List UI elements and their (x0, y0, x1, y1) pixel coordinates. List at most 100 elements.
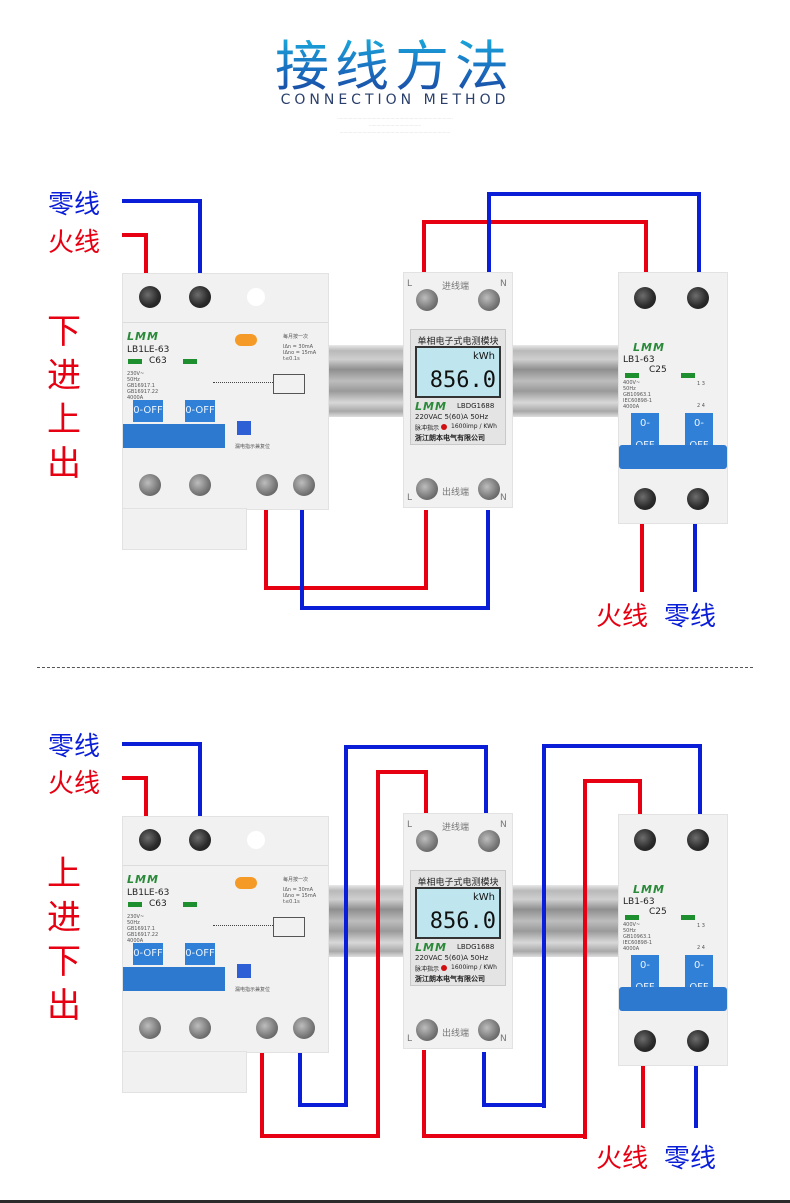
rating-label: 220VAC 5(60)A 50Hz (415, 954, 489, 962)
neutral-wire (487, 192, 701, 196)
live-wire (641, 1066, 645, 1128)
terminal-screw (634, 488, 656, 510)
test-note: 每月按一次 (283, 334, 309, 340)
pulse-led (441, 424, 447, 430)
din-rail (320, 885, 620, 957)
live-wire (122, 776, 148, 780)
test-button[interactable] (235, 334, 257, 346)
live-wire (422, 1134, 587, 1138)
status-indicator (681, 373, 695, 378)
decorative-fine-print: ········································… (337, 116, 453, 121)
neutral-wire (344, 745, 348, 1107)
brand-logo: LMM (415, 400, 447, 413)
neutral-wire (300, 510, 304, 610)
brand-logo: LMM (127, 873, 159, 886)
energy-meter: L N 进线端 单相电子式电测模块 kWh 856.0 LMM LBDG1688… (403, 813, 513, 1049)
model-label: LB1-63 (623, 355, 655, 365)
reset-button[interactable] (237, 964, 251, 978)
neutral-wire (298, 1045, 302, 1107)
neutral-wire (122, 742, 202, 746)
rcbo-base (122, 1051, 247, 1093)
pole-toggle[interactable]: 0-OFF (133, 943, 163, 965)
terminal-screw (634, 1030, 656, 1052)
output-neutral-label: 零线 (664, 1144, 717, 1174)
neutral-wire (344, 745, 488, 749)
terminal-screw (139, 1017, 161, 1039)
live-wire (264, 586, 428, 590)
reset-note: 漏电指示兼复位 (235, 444, 271, 450)
neutral-label: 零线 (48, 190, 101, 220)
live-wire (260, 1048, 264, 1138)
terminal-screw (478, 1019, 500, 1041)
pole-toggle[interactable]: 0-OFF (133, 400, 163, 422)
lcd-display: kWh 856.0 (415, 346, 501, 398)
terminal-hole (247, 288, 265, 306)
manufacturer-label: 浙江朗本电气有限公司 (415, 975, 485, 983)
model-label: LB1-63 (623, 897, 655, 907)
pole-toggle[interactable]: 0-OFF (631, 955, 659, 999)
brand-logo: LMM (127, 330, 159, 343)
circuit-diagram (273, 917, 305, 937)
neutral-wire (694, 1066, 698, 1128)
rating-label: C63 (149, 356, 167, 366)
live-wire (422, 220, 648, 224)
toggle-handle[interactable] (619, 445, 727, 469)
status-indicator (625, 373, 639, 378)
lcd-reading: 856.0 (429, 368, 496, 393)
circuit-diagram (213, 925, 273, 926)
toggle-handle[interactable] (123, 424, 225, 448)
terminal-screw (293, 474, 315, 496)
live-wire (144, 233, 148, 274)
neutral-wire (697, 192, 701, 272)
decorative-fine-print: ········································… (339, 130, 451, 135)
circuit-diagram (273, 374, 305, 394)
output-terminal-label: 出线端 (442, 488, 470, 498)
terminal-screw (189, 1017, 211, 1039)
live-wire (376, 770, 428, 774)
wiring-diagram-1: 零线 火线 下 进 上 出 LMM LB1LE-63 C63 230V~50Hz… (47, 190, 728, 632)
live-wire (424, 770, 428, 813)
reset-button[interactable] (237, 421, 251, 435)
terminal-screw (478, 289, 500, 311)
live-wire (644, 220, 648, 272)
lcd-unit: kWh (472, 892, 495, 903)
live-wire (422, 1050, 426, 1138)
terminal-screw (416, 830, 438, 852)
live-wire (583, 779, 587, 1139)
toggle-handle[interactable] (123, 967, 225, 991)
terminal-hole (247, 831, 265, 849)
model-label: LBDG1688 (457, 943, 495, 951)
terminal-screw (687, 1030, 709, 1052)
pole-toggle[interactable]: 0-OFF (685, 955, 713, 999)
terminal-screw (293, 1017, 315, 1039)
live-label: 火线 (48, 228, 101, 258)
toggle-handle[interactable] (619, 987, 727, 1011)
terminal-screw (478, 478, 500, 500)
neutral-wire (484, 745, 488, 813)
rating-label: 220VAC 5(60)A 50Hz (415, 413, 489, 421)
status-indicator (625, 915, 639, 920)
terminal-screw (256, 474, 278, 496)
bottom-border (0, 1200, 790, 1203)
pole-toggle[interactable]: 0-OFF (185, 400, 215, 422)
neutral-wire (486, 510, 490, 610)
brand-logo: LMM (633, 341, 665, 354)
live-wire (424, 510, 428, 590)
neutral-wire (300, 606, 490, 610)
neutral-wire (542, 744, 702, 748)
manufacturer-label: 浙江朗本电气有限公司 (415, 434, 485, 442)
neutral-wire (198, 199, 202, 274)
test-button[interactable] (235, 877, 257, 889)
energy-meter: L N 进线端 单相电子式电测模块 kWh 856.0 LMM LBDG1688… (403, 272, 513, 508)
output-live-label: 火线 (596, 602, 649, 632)
terminal-screw (189, 286, 211, 308)
pole-toggle[interactable]: 0-OFF (185, 943, 215, 965)
brand-logo: LMM (633, 883, 665, 896)
neutral-wire (693, 522, 697, 592)
rating-label: C25 (649, 907, 667, 917)
terminal-screw (139, 474, 161, 496)
brand-logo: LMM (415, 941, 447, 954)
